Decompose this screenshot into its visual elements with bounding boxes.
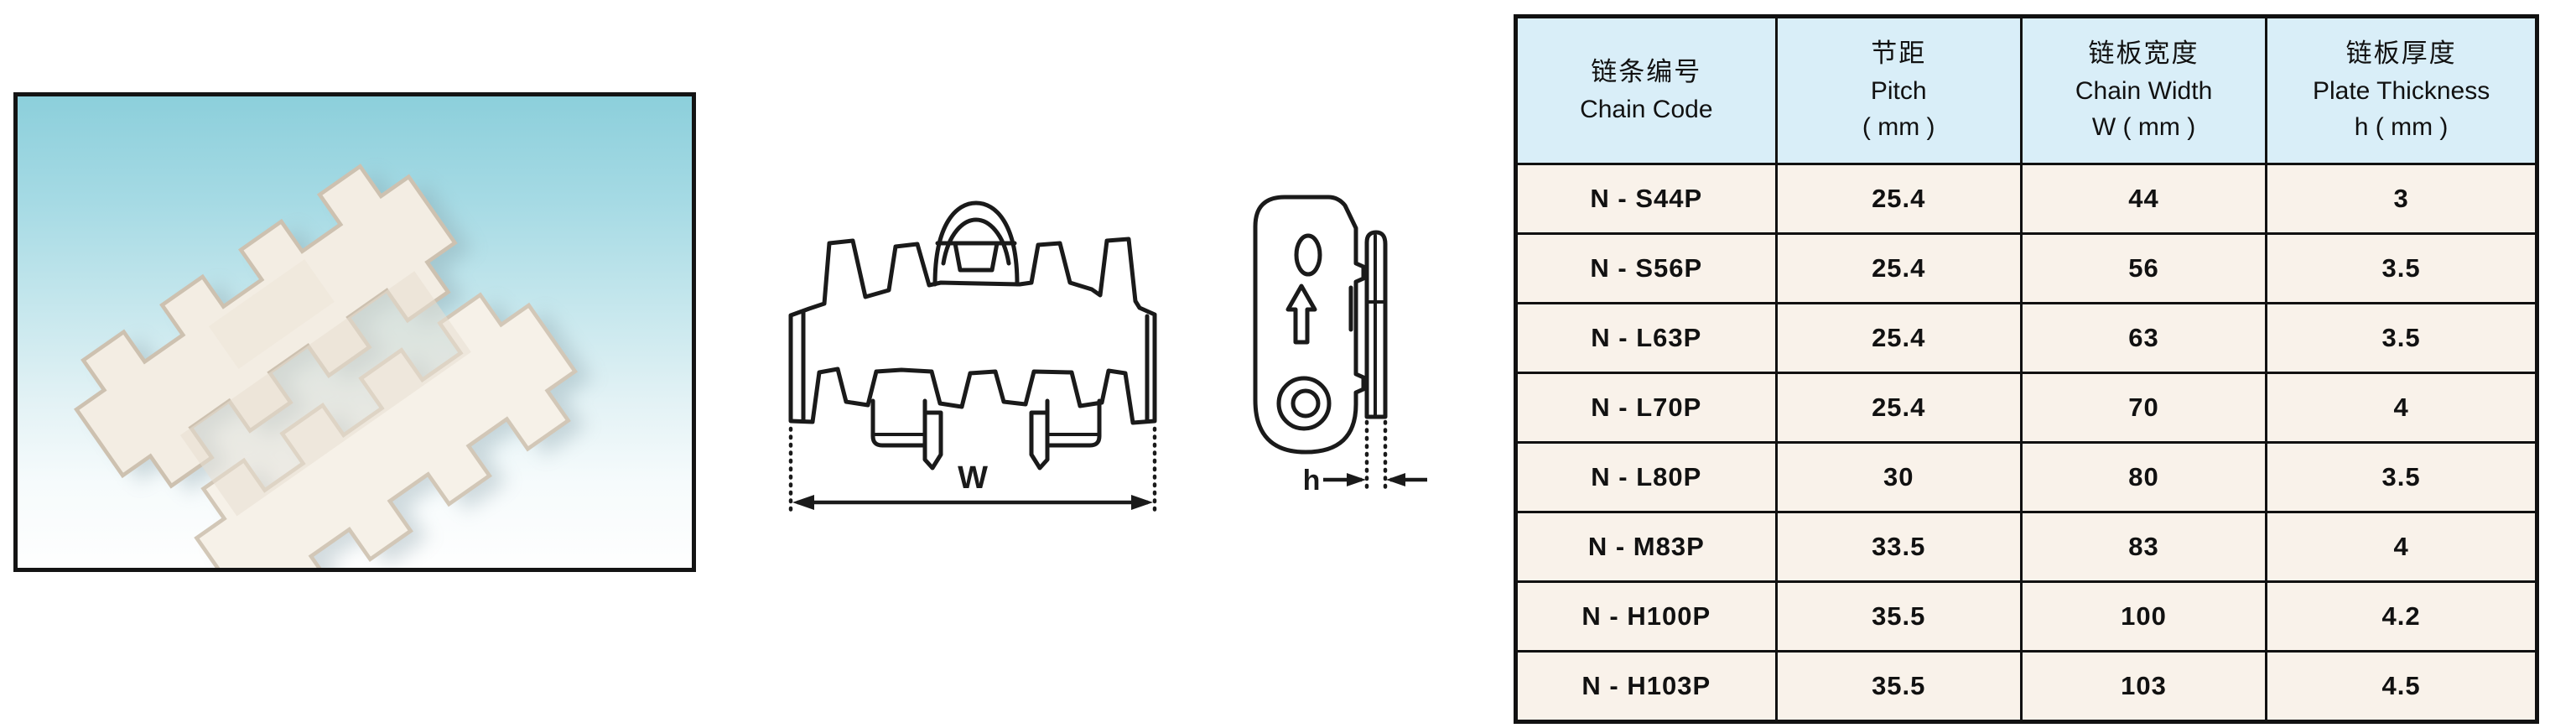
spec-table: 链条编号 Chain Code 节距 Pitch ( mm ) 链板宽度 Cha…: [1514, 14, 2539, 724]
cell-plate-thickness: 4: [2265, 372, 2538, 444]
col-header-plate-thickness: 链板厚度 Plate Thickness h ( mm ): [2265, 15, 2538, 165]
col-header-pitch: 节距 Pitch ( mm ): [1774, 15, 2023, 165]
cell-pitch: 25.4: [1774, 302, 2023, 374]
chain-side-view-drawing: h: [1253, 195, 1427, 497]
cell-chain-width: 63: [2019, 302, 2268, 374]
cell-pitch: 30: [1774, 441, 2023, 513]
cell-chain-width: 70: [2019, 372, 2268, 444]
chain-body-outline: [788, 237, 1157, 425]
pin-boss-outer: [1276, 376, 1332, 431]
cell-pitch: 25.4: [1774, 232, 2023, 304]
table-row: N - H100P 35.5 100 4.2: [1514, 580, 2538, 653]
cell-chain-code: N - H100P: [1514, 580, 1778, 653]
cell-chain-width: 100: [2019, 580, 2268, 653]
cell-chain-width: 44: [2019, 163, 2268, 235]
table-header-row: 链条编号 Chain Code 节距 Pitch ( mm ) 链板宽度 Cha…: [1514, 15, 2538, 165]
cell-plate-thickness: 4.2: [2265, 580, 2538, 653]
table-row: N - L63P 25.4 63 3.5: [1514, 302, 2538, 374]
snap-dome: [932, 200, 1020, 287]
snap-hook-right: [1029, 398, 1102, 471]
up-arrow-icon: [1285, 283, 1317, 345]
cell-chain-code: N - L63P: [1514, 302, 1778, 374]
cell-chain-code: N - L70P: [1514, 372, 1778, 444]
cell-chain-width: 80: [2019, 441, 2268, 513]
cell-pitch: 25.4: [1774, 372, 2023, 444]
w-dimension-label: W: [958, 460, 988, 496]
plastic-chain-photo-illustration: [18, 96, 614, 568]
chain-front-view-drawing: W: [788, 200, 1157, 517]
cell-plate-thickness: 3.5: [2265, 232, 2538, 304]
cell-pitch: 33.5: [1774, 511, 2023, 583]
cell-chain-code: N - H103P: [1514, 650, 1778, 723]
cell-chain-code: N - S44P: [1514, 163, 1778, 235]
snap-hook-left: [870, 398, 943, 471]
cell-chain-width: 56: [2019, 232, 2268, 304]
cell-chain-width: 103: [2019, 650, 2268, 723]
table-row: N - L80P 30 80 3.5: [1514, 441, 2538, 513]
table-row: N - S56P 25.4 56 3.5: [1514, 232, 2538, 304]
link-plate-outline: [1253, 195, 1366, 455]
chain-links: [55, 127, 614, 568]
cell-plate-thickness: 3.5: [2265, 302, 2538, 374]
cell-plate-thickness: 3.5: [2265, 441, 2538, 513]
cell-chain-code: N - S56P: [1514, 232, 1778, 304]
h-dimension-label: h: [1303, 465, 1321, 497]
cell-pitch: 35.5: [1774, 650, 2023, 723]
cell-plate-thickness: 4: [2265, 511, 2538, 583]
table-row: N - M83P 33.5 83 4: [1514, 511, 2538, 583]
col-header-chain-code: 链条编号 Chain Code: [1514, 15, 1778, 165]
cell-chain-code: N - M83P: [1514, 511, 1778, 583]
cell-plate-thickness: 4.5: [2265, 650, 2538, 723]
cell-pitch: 35.5: [1774, 580, 2023, 653]
table-row: N - H103P 35.5 103 4.5: [1514, 650, 2538, 723]
cell-chain-width: 83: [2019, 511, 2268, 583]
table-row: N - L70P 25.4 70 4: [1514, 372, 2538, 444]
product-photo: [13, 92, 696, 572]
cell-pitch: 25.4: [1774, 163, 2023, 235]
pin-slot-hole: [1294, 233, 1322, 277]
pin-boss-inner: [1291, 388, 1321, 419]
cell-plate-thickness: 3: [2265, 163, 2538, 235]
cell-chain-code: N - L80P: [1514, 441, 1778, 513]
col-header-chain-width: 链板宽度 Chain Width W ( mm ): [2019, 15, 2268, 165]
table-row: N - S44P 25.4 44 3: [1514, 163, 2538, 235]
thin-plate-outline: [1364, 230, 1388, 419]
